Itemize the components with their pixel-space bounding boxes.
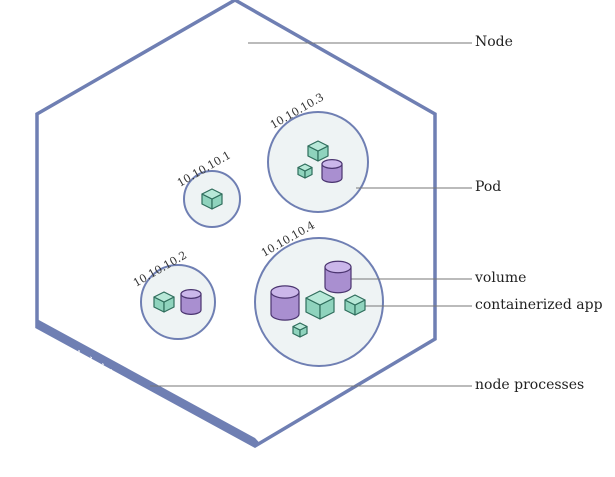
node-processes-label: node processes — [475, 377, 585, 393]
volume-icon — [270, 285, 300, 321]
container-icon — [305, 290, 335, 320]
volume-icon — [180, 289, 202, 315]
pod-label: Pod — [475, 179, 502, 195]
container-icon — [292, 322, 308, 338]
container-icon — [307, 140, 329, 162]
node-label: Node — [475, 34, 513, 50]
pod-contents — [153, 140, 366, 338]
container-icon — [344, 294, 366, 316]
leader-lines — [150, 42, 472, 387]
volume-icon — [321, 159, 343, 183]
container-icon — [153, 291, 175, 313]
node-hexagon — [35, 0, 437, 449]
containerized-app-label: containerized app — [475, 297, 603, 313]
container-icon — [201, 188, 223, 210]
container-icon — [297, 163, 313, 179]
volume-label: volume — [475, 270, 527, 286]
volume-icon — [324, 260, 352, 294]
